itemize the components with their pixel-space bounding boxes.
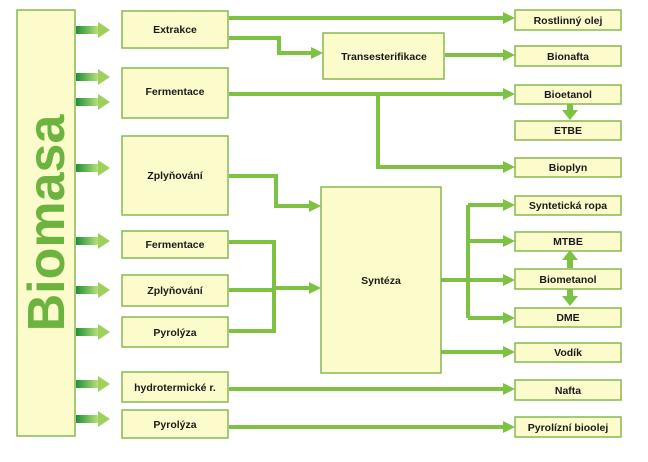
connectors	[229, 16, 503, 429]
process-pyrolyza-1: Pyrolýza	[121, 316, 229, 348]
product-nafta: Nafta	[514, 379, 622, 401]
process-fermentace-2-label: Fermentace	[146, 239, 205, 251]
product-synteticka-ropa-label: Syntetická ropa	[529, 200, 607, 212]
process-transesterifikace: Transesterifikace	[322, 32, 445, 80]
process-zplynovani-2: Zplyňování	[121, 274, 229, 307]
process-transesterifikace-label: Transesterifikace	[341, 51, 427, 63]
product-rostlinny-olej: Rostlinný olej	[514, 9, 622, 31]
process-fermentace-2: Fermentace	[121, 230, 229, 259]
product-bioetanol: Bioetanol	[514, 84, 622, 105]
product-nafta-label: Nafta	[555, 385, 581, 397]
arrow-heads	[309, 12, 515, 433]
process-synteza-label: Syntéza	[361, 275, 401, 287]
product-mtbe-label: MTBE	[553, 236, 583, 248]
process-extrakce-label: Extrakce	[153, 24, 197, 36]
process-synteza: Syntéza	[320, 186, 442, 374]
product-synteticka-ropa: Syntetická ropa	[514, 195, 622, 216]
biomass-label: Biomasa	[18, 114, 76, 332]
product-pyrolizni-bioolej: Pyrolízní bioolej	[514, 416, 622, 438]
process-zplynovani-1: Zplyňování	[121, 135, 229, 216]
product-bionafta: Bionafta	[514, 45, 622, 67]
biomass-source-box: Biomasa	[16, 9, 76, 437]
product-bioplyn-label: Bioplyn	[549, 162, 588, 174]
process-extrakce: Extrakce	[121, 10, 229, 49]
biomass-output-arrows	[76, 22, 110, 427]
product-etbe: ETBE	[514, 120, 622, 141]
product-dme-label: DME	[556, 312, 579, 324]
process-pyrolyza-1-label: Pyrolýza	[153, 327, 196, 339]
product-link-arrows	[562, 104, 578, 306]
product-vodik-label: Vodík	[554, 347, 582, 359]
process-fermentace-1: Fermentace	[121, 67, 229, 119]
process-hydrotermicke-label: hydrotermické r.	[134, 382, 216, 394]
product-dme: DME	[514, 307, 622, 328]
product-pyrolizni-bioolej-label: Pyrolízní bioolej	[528, 422, 609, 434]
process-hydrotermicke: hydrotermické r.	[121, 371, 229, 403]
product-mtbe: MTBE	[514, 231, 622, 252]
process-zplynovani-2-label: Zplyňování	[147, 285, 204, 297]
product-vodik: Vodík	[514, 342, 622, 363]
product-etbe-label: ETBE	[554, 125, 582, 137]
product-biometanol: Biometanol	[514, 268, 622, 290]
product-biometanol-label: Biometanol	[539, 274, 596, 286]
product-bioetanol-label: Bioetanol	[544, 89, 592, 101]
process-zplynovani-1-label: Zplyňování	[147, 170, 204, 182]
product-rostlinny-olej-label: Rostlinný olej	[534, 15, 603, 27]
process-pyrolyza-2-label: Pyrolýza	[153, 419, 196, 431]
product-bioplyn: Bioplyn	[514, 157, 622, 178]
process-fermentace-1-label: Fermentace	[146, 86, 205, 98]
process-pyrolyza-2: Pyrolýza	[121, 409, 229, 439]
product-bionafta-label: Bionafta	[547, 51, 589, 63]
